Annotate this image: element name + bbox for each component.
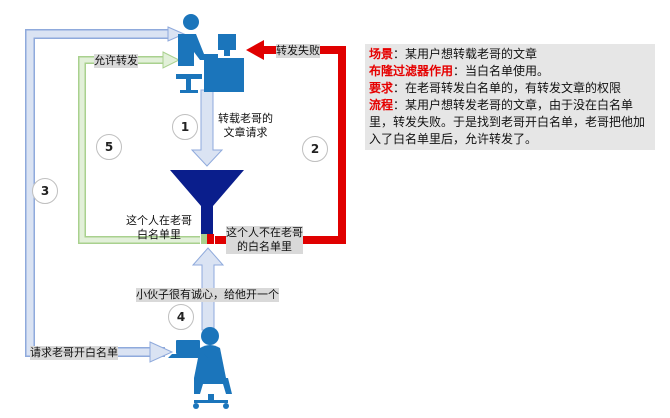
step-1-badge: 1 bbox=[172, 114, 198, 140]
label-forward-request-line2: 文章请求 bbox=[223, 126, 268, 139]
label-not-in-whitelist-line1: 这个人不在老哥 bbox=[226, 226, 303, 239]
info-requirement-key: 要求 bbox=[369, 81, 394, 95]
info-flow: 流程：某用户想转发老哥的文章，由于没在白名单里，转发失败。于是找到老哥开白名单，… bbox=[369, 97, 651, 148]
label-in-whitelist-line2: 白名单里 bbox=[137, 228, 181, 241]
info-requirement: 要求：在老哥转发白名单的，有转发文章的权限 bbox=[369, 80, 651, 97]
label-in-whitelist: 这个人在老哥 白名单里 bbox=[126, 214, 192, 242]
step-4-badge: 4 bbox=[168, 304, 194, 330]
label-not-in-whitelist-line2: 的白名单里 bbox=[237, 240, 292, 253]
info-role-text: ：当白名单使用。 bbox=[453, 64, 550, 78]
info-flow-key: 流程 bbox=[369, 98, 394, 112]
info-flow-text: ：某用户想转发老哥的文章，由于没在白名单里，转发失败。于是找到老哥开白名单，老哥… bbox=[369, 98, 646, 146]
person-at-computer-icon bbox=[176, 14, 244, 93]
step-5-badge: 5 bbox=[96, 134, 122, 160]
person-at-laptop-icon bbox=[168, 327, 232, 409]
info-requirement-text: ：在老哥转发白名单的，有转发文章的权限 bbox=[393, 81, 622, 95]
info-role-key: 布隆过滤器作用 bbox=[369, 64, 454, 78]
info-scene-text: ：某用户想转载老哥的文章 bbox=[393, 47, 538, 61]
label-allow-forward: 允许转发 bbox=[94, 54, 138, 68]
label-forward-request-line1: 转载老哥的 bbox=[218, 112, 273, 125]
info-scene: 场景：某用户想转载老哥的文章 bbox=[369, 46, 651, 63]
step-3-badge: 3 bbox=[32, 178, 58, 204]
label-ask-whitelist: 请求老哥开白名单 bbox=[30, 346, 118, 360]
arrow-request bbox=[190, 89, 224, 167]
label-in-whitelist-line1: 这个人在老哥 bbox=[126, 214, 192, 227]
label-forward-fail: 转发失败 bbox=[276, 44, 320, 58]
info-role: 布隆过滤器作用：当白名单使用。 bbox=[369, 63, 651, 80]
info-panel: 场景：某用户想转载老哥的文章 布隆过滤器作用：当白名单使用。 要求：在老哥转发白… bbox=[365, 44, 655, 150]
funnel-icon bbox=[170, 170, 244, 244]
label-forward-request: 转载老哥的 文章请求 bbox=[218, 112, 273, 140]
step-2-badge: 2 bbox=[302, 136, 328, 162]
label-not-in-whitelist: 这个人不在老哥 的白名单里 bbox=[226, 226, 303, 254]
label-sincere: 小伙子很有诚心，给他开一个 bbox=[136, 288, 279, 302]
info-scene-key: 场景 bbox=[369, 47, 394, 61]
